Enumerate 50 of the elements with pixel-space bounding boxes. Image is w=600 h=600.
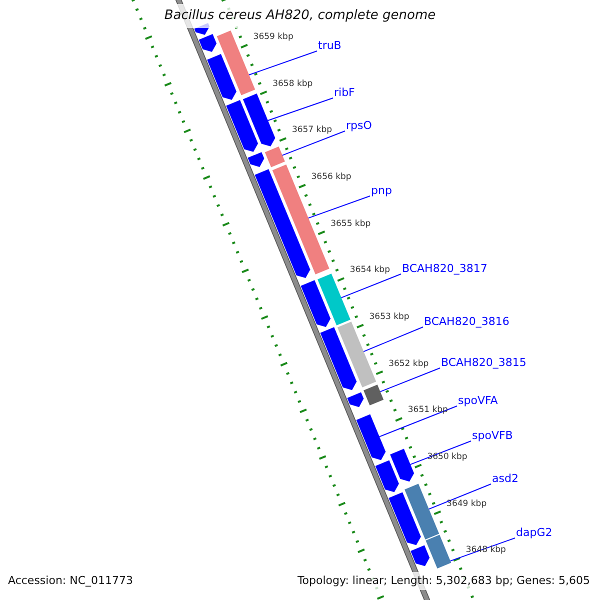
gene-feature (388, 492, 421, 546)
gene-feature (318, 274, 350, 326)
gene-feature (226, 100, 258, 152)
tick-label: 3659 kbp (253, 32, 294, 42)
gene-feature (242, 94, 276, 146)
gene-feature (300, 280, 331, 328)
gene-feature (216, 30, 256, 96)
gene-label: spoVFA (458, 394, 498, 407)
gene-label: truB (318, 39, 342, 52)
genome-info-text: Topology: linear; Length: 5,302,683 bp; Genes: 5,605 (295, 572, 592, 590)
gene-feature (264, 146, 285, 168)
tick-label: 3657 kbp (292, 125, 332, 136)
gene-feature (347, 392, 364, 408)
gene-label: asd2 (492, 472, 518, 485)
tick-label: 3652 kbp (388, 358, 429, 369)
tick-label: 3656 kbp (311, 172, 352, 182)
gene-feature (320, 327, 357, 390)
gene-label: BCAH820_3816 (424, 315, 510, 328)
tick-label: 3658 kbp (272, 78, 313, 89)
gene-feature (426, 534, 452, 569)
gene-feature (410, 545, 430, 566)
gene-feature (207, 54, 236, 100)
gene-label: BCAH820_3817 (402, 262, 488, 275)
tick-label: 3649 kbp (446, 498, 487, 509)
tick-label: 3655 kbp (330, 218, 371, 229)
gene-label: dapG2 (516, 526, 552, 539)
gene-feature (198, 34, 217, 52)
gene-feature (337, 322, 376, 388)
gene-feature (356, 414, 386, 460)
leader-line (308, 196, 370, 219)
tick-label: 3654 kbp (350, 265, 390, 276)
leader-line (378, 406, 458, 438)
gene-feature (375, 460, 399, 492)
gene-feature (364, 384, 384, 406)
gene-feature (254, 169, 310, 278)
leader-line (363, 326, 424, 352)
gene-label: ribF (334, 86, 355, 99)
gene-feature (404, 484, 440, 540)
leader-line (340, 274, 402, 298)
leader-line (248, 50, 318, 76)
tick-label: 3653 kbp (369, 312, 410, 322)
leader-line (282, 130, 346, 156)
gene-label: BCAH820_3815 (441, 356, 526, 369)
leader-line (450, 538, 516, 562)
gene-feature (390, 448, 414, 482)
gene-feature (248, 152, 264, 167)
gene-label: pnp (371, 184, 392, 197)
gene-label: rpsO (346, 119, 372, 132)
tick-label: 3650 kbp (427, 452, 468, 462)
gene-label: spoVFB (472, 429, 513, 442)
